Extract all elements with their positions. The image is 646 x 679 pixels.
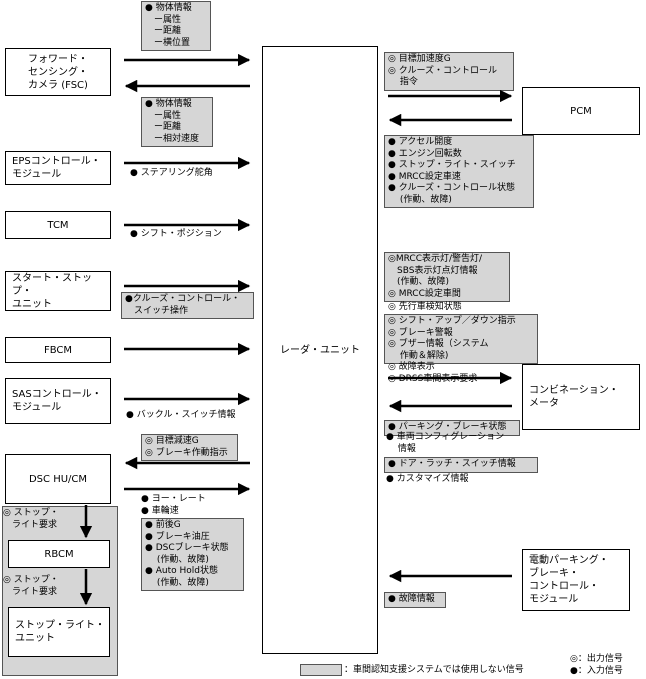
- dsc-output-signals: ◎ 目標減速G ◎ ブレーキ作動指示: [141, 434, 238, 461]
- combination-output-signals-b: ◎ 先行車検知状態: [388, 302, 462, 312]
- fbcm-box: FBCM: [5, 337, 111, 363]
- start-stop-box: スタート・ストップ・ ユニット: [5, 271, 111, 311]
- dsc-input-signals-a: ● ヨー・レート ● 車輪速: [141, 494, 206, 516]
- pcm-input-signals: ● アクセル開度 ● エンジン回転数 ● ストップ・ライト・スイッチ ● MRC…: [384, 135, 534, 208]
- legend-output: ◎：出力信号: [570, 654, 623, 664]
- rbcm-box: RBCM: [8, 540, 110, 568]
- epb-box: 電動パーキング・ ブレーキ・ コントロール・ モジュール: [522, 549, 630, 611]
- start-stop-signal: ●クルーズ・コントロール・ スイッチ操作: [121, 292, 254, 319]
- legend-input: ●：入力信号: [570, 666, 623, 676]
- stop-light-box: ストップ・ライト・ ユニット: [8, 607, 110, 657]
- fsc-output-signals: ● 物体情報 ー属性 ー距離 ー相対速度: [141, 97, 213, 147]
- stop-light-request-2: ◎ ストップ・ ライト要求: [3, 575, 59, 597]
- combination-output-signals-c: ◎ シフト・アップ／ダウン指示 ◎ ブレーキ警報 ◎ ブザー情報（システム 作動…: [384, 314, 538, 364]
- legend-gray-swatch: [300, 664, 342, 676]
- stop-light-request-1: ◎ ストップ・ ライト要求: [3, 508, 59, 530]
- dsc-box: DSC HU/CM: [5, 454, 111, 504]
- combination-input-signals-a: ● パーキング・ブレーキ状態: [384, 420, 520, 436]
- epb-signal: ● 故障情報: [384, 592, 446, 608]
- sas-box: SASコントロール・ モジュール: [5, 378, 111, 424]
- combination-input-signals-b: ● 車両コンフィグレーション 情報: [386, 432, 505, 454]
- dsc-input-signals-b: ● 前後G ● ブレーキ油圧 ● DSCブレーキ状態 (作動、故障) ● Aut…: [141, 518, 244, 591]
- combination-meter-box: コンビネーション・ メータ: [522, 364, 640, 430]
- pcm-box: PCM: [522, 87, 640, 135]
- combination-input-signals-d: ● カスタマイズ情報: [386, 474, 469, 484]
- eps-box: EPSコントロール・ モジュール: [5, 151, 111, 185]
- fsc-box: フォワード・ センシング・ カメラ (FSC): [5, 48, 111, 96]
- eps-signal: ● ステアリング舵角: [130, 168, 213, 178]
- tcm-signal: ● シフト・ポジション: [130, 229, 222, 239]
- radar-unit: レーダ・ユニット: [262, 46, 378, 654]
- legend-gray-text: ：車間認知支援システムでは使用しない信号: [344, 665, 524, 675]
- pcm-output-signals: ◎ 目標加速度G ◎ クルーズ・コントロール 指令: [384, 52, 514, 91]
- combination-input-signals-c: ● ドア・ラッチ・スイッチ情報: [384, 457, 538, 473]
- fsc-input-signals: ● 物体情報 ー属性 ー距離 ー横位置: [141, 1, 211, 51]
- combination-output-signals-a: ◎MRCC表示灯/警告灯/ SBS表示灯点灯情報 (作動、故障) ◎ MRCC設…: [384, 252, 510, 302]
- sas-signal: ● バックル・スイッチ情報: [126, 410, 236, 420]
- tcm-box: TCM: [5, 211, 111, 239]
